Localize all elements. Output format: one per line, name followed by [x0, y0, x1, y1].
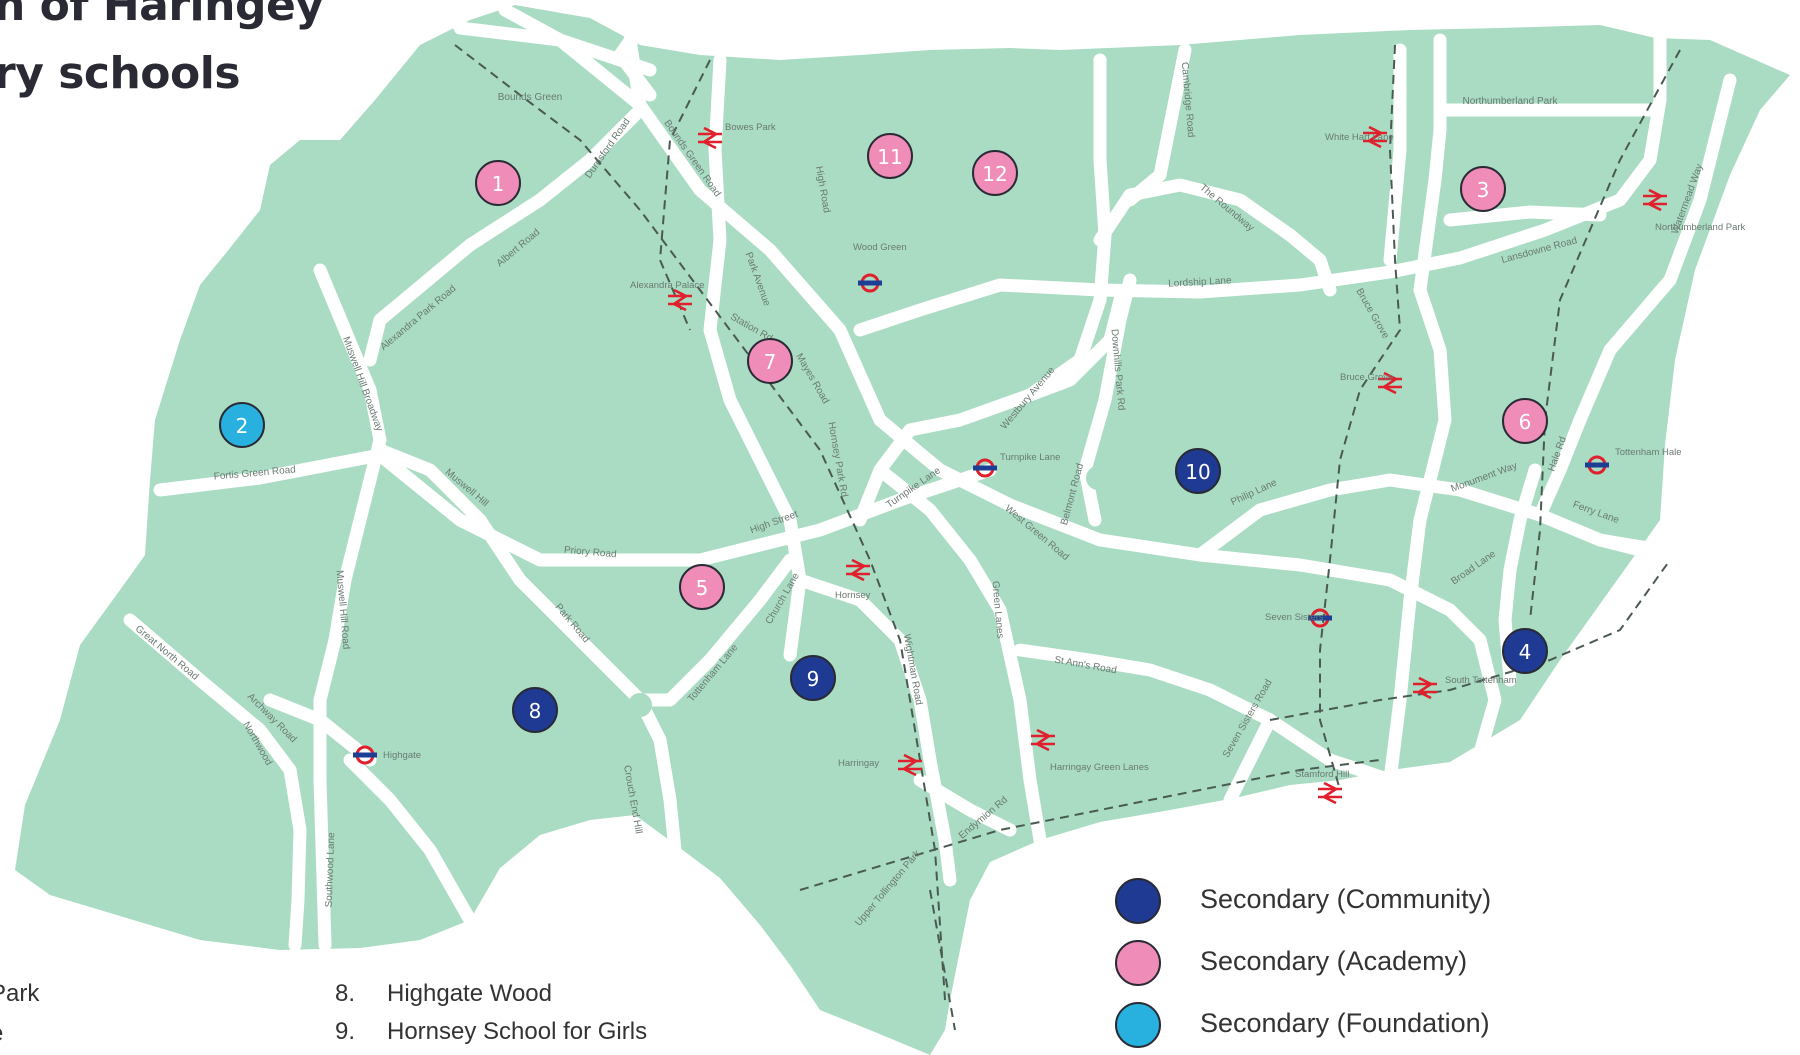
- marker-number: 12: [982, 162, 1007, 186]
- legend-item-foundation: Secondary (Foundation): [1115, 1002, 1635, 1054]
- street-label: Bounds Green: [498, 92, 563, 103]
- rail-icon: [1413, 676, 1437, 700]
- legend-label: Secondary (Academy): [1200, 946, 1468, 976]
- street-label: Southwood Lane: [324, 832, 338, 908]
- rail-icon: [1031, 728, 1055, 752]
- marker-number: 6: [1519, 410, 1532, 434]
- school-marker-5[interactable]: 5: [679, 564, 725, 610]
- marker-number: 7: [764, 350, 777, 374]
- legend-label: Secondary (Community): [1200, 884, 1492, 914]
- school-marker-9[interactable]: 9: [790, 655, 836, 701]
- borough-land: [15, 5, 1790, 1055]
- school-marker-6[interactable]: 6: [1502, 398, 1548, 444]
- station-label: Tottenham Hale: [1615, 447, 1682, 458]
- school-marker-7[interactable]: 7: [747, 338, 793, 384]
- rail-icon: [1318, 781, 1342, 805]
- station-label: Seven Sisters: [1265, 612, 1324, 623]
- marker-number: 10: [1185, 460, 1210, 484]
- school-marker-1[interactable]: 1: [475, 160, 521, 206]
- marker-circle: [1175, 448, 1221, 494]
- marker-number: 11: [877, 145, 902, 169]
- station-label: Northumberland Park: [1655, 222, 1746, 233]
- tube-roundel-icon: [858, 273, 882, 293]
- marker-number: 3: [1477, 178, 1490, 202]
- station-label: Wood Green: [853, 242, 907, 253]
- marker-circle: [1502, 628, 1548, 674]
- marker-number: 9: [807, 667, 820, 691]
- station-label: Stamford Hill: [1295, 769, 1349, 780]
- marker-circle: [1460, 166, 1506, 212]
- school-marker-8[interactable]: 8: [512, 687, 558, 733]
- rail-icon: [846, 558, 870, 582]
- community-dot-icon: [1115, 878, 1161, 924]
- tube-roundel-icon: [973, 458, 997, 478]
- marker-circle: [219, 402, 265, 448]
- roundabout: [1086, 466, 1110, 490]
- legend-item-community: Secondary (Community): [1115, 878, 1635, 930]
- station-label: White Hart Lane: [1325, 132, 1394, 143]
- street-label: Northumberland Park: [1462, 96, 1558, 107]
- marker-circle: [679, 564, 725, 610]
- school-marker-12[interactable]: 12: [972, 150, 1018, 196]
- marker-circle: [475, 160, 521, 206]
- tube-roundel-icon: [1308, 608, 1332, 628]
- marker-number: 1: [492, 172, 505, 196]
- school-marker-10[interactable]: 10: [1175, 448, 1221, 494]
- rail-icon: [898, 753, 922, 777]
- road-network: [123, 3, 1737, 952]
- marker-circle: [972, 150, 1018, 196]
- station-label: Highgate: [383, 750, 421, 761]
- rail-icon: [698, 126, 722, 150]
- street-label: Green Lanes: [989, 580, 1005, 639]
- marker-circle: [1502, 398, 1548, 444]
- station-label: Bowes Park: [725, 122, 776, 133]
- station-label: Harringay: [838, 758, 879, 769]
- station-label: Turnpike Lane: [1000, 452, 1060, 463]
- rail-icon: [1378, 371, 1402, 395]
- tube-roundel-icon: [1585, 455, 1609, 475]
- street-label: Lordship Lane: [1168, 275, 1232, 289]
- marker-number: 4: [1519, 640, 1532, 664]
- school-marker-3[interactable]: 3: [1460, 166, 1506, 212]
- station-label: Alexandra Palace: [630, 280, 704, 291]
- academy-dot-icon: [1115, 940, 1161, 986]
- map-title-line-1: n of Haringey: [0, 0, 324, 31]
- marker-number: 5: [696, 576, 709, 600]
- rail-icon: [668, 288, 692, 312]
- rail-icon: [1363, 125, 1387, 149]
- school-marker-4[interactable]: 4: [1502, 628, 1548, 674]
- roundabout: [628, 693, 652, 717]
- marker-number: 8: [529, 699, 542, 723]
- marker-circle: [867, 133, 913, 179]
- rail-icon: [1643, 188, 1667, 212]
- station-label: Hornsey: [835, 590, 871, 601]
- marker-circle: [512, 687, 558, 733]
- legend-item-academy: Secondary (Academy): [1115, 940, 1635, 992]
- map-title-line-2: ry schools: [0, 48, 241, 99]
- street-label: Priory Road: [563, 545, 617, 561]
- marker-circle: [790, 655, 836, 701]
- school-marker-11[interactable]: 11: [867, 133, 913, 179]
- foundation-dot-icon: [1115, 1002, 1161, 1048]
- legend-label: Secondary (Foundation): [1200, 1008, 1490, 1038]
- marker-circle: [747, 338, 793, 384]
- station-label: Bruce Grove: [1340, 372, 1393, 383]
- school-marker-2[interactable]: 2: [219, 402, 265, 448]
- station-label: Harringay Green Lanes: [1050, 762, 1149, 773]
- tube-roundel-icon: [353, 745, 377, 765]
- marker-number: 2: [236, 414, 249, 438]
- station-label: South Tottenham: [1445, 675, 1517, 686]
